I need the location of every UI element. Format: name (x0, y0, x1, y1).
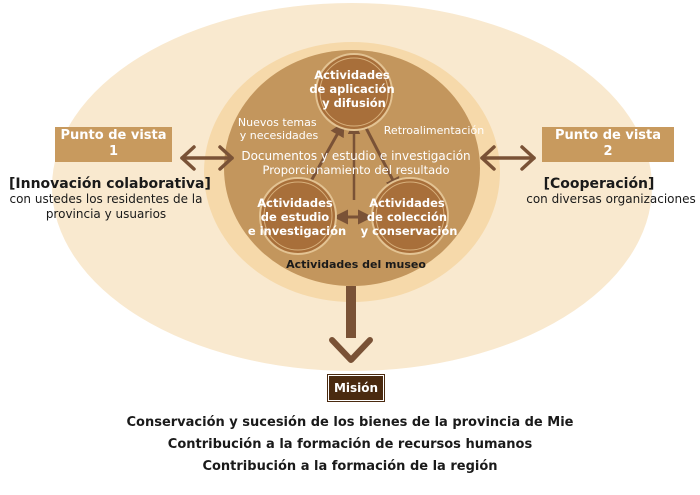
viewpoint-2-line2: 2 (603, 144, 613, 159)
viewpoint-2-sub-line1: con diversas organizaciones (526, 192, 696, 206)
arrow-study-to-application (304, 121, 345, 191)
viewpoint-2-title: [Cooperación] (543, 176, 655, 192)
viewpoint-1-sub-line1: con ustedes los residentes de la (9, 192, 203, 206)
core-title: Actividades del museo (286, 258, 426, 271)
viewpoint-2-subtitle: con diversas organizaciones (524, 192, 698, 207)
label-feedback: Retroalimentación (384, 124, 484, 137)
label-new-topics: Nuevos temas y necesidades (238, 116, 320, 142)
arrow-down-to-mission (329, 286, 373, 363)
arrow-application-to-collection (362, 123, 400, 193)
mission-line-conservation: Conservación y sucesión de los bienes de… (126, 415, 574, 430)
node-collection-label: Actividades de colección y conservación (361, 196, 458, 238)
node-application-label: Actividades de aplicación y difusión (309, 68, 398, 110)
viewpoint-1-line2: 1 (108, 144, 119, 159)
mission-line-human-resources: Contribución a la formación de recursos … (167, 437, 533, 452)
arrow-left-double (180, 145, 234, 171)
viewpoint-1-sub-line2: provincia y usuarios (45, 207, 167, 221)
mission-list: Conservación y sucesión de los bienes de… (0, 412, 700, 478)
node-study-label: Actividades de estudio e investigación (248, 196, 346, 238)
viewpoint-2-line1: Punto de vista (554, 128, 661, 143)
viewpoint-1-line1: Punto de vista (60, 128, 167, 143)
viewpoint-1-box: Punto de vista 1 (55, 127, 172, 162)
arrow-right-double (480, 145, 536, 171)
mission-line-region: Contribución a la formación de la región (202, 459, 498, 474)
viewpoint-2-box: Punto de vista 2 (542, 127, 674, 162)
node-study (259, 177, 337, 255)
node-application (315, 53, 393, 131)
center-line-results: Proporcionamiento del resultado (262, 163, 449, 177)
viewpoint-1-title: [Innovación colaborativa] (9, 176, 211, 192)
center-line-documents: Documentos y estudio e investigación (241, 149, 470, 163)
viewpoint-1-subtitle: con ustedes los residentes de la provinc… (0, 192, 212, 222)
mission-box: Misión (327, 374, 385, 402)
node-collection (371, 177, 449, 255)
